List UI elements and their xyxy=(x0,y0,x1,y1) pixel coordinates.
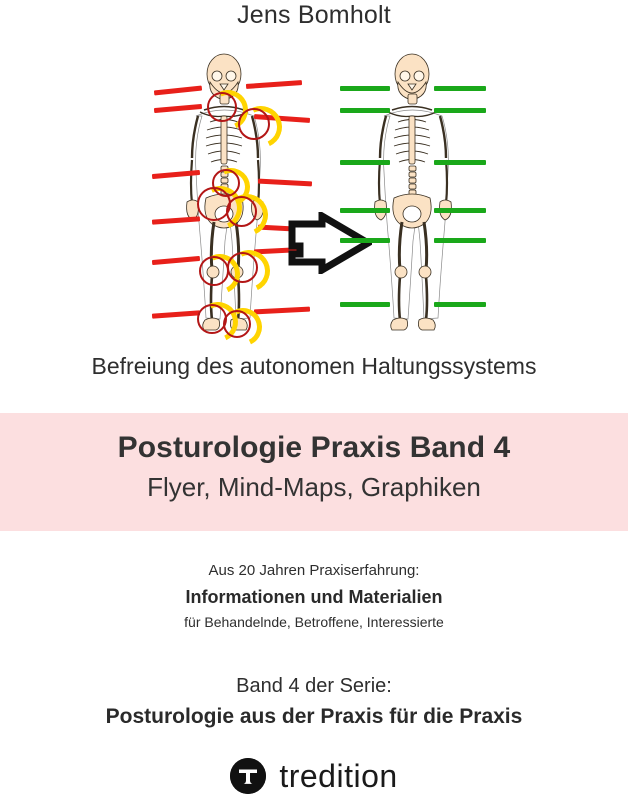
illustration-caption: Befreiung des autonomen Haltungssystems xyxy=(91,353,537,379)
alignment-bar xyxy=(340,160,390,165)
joint-marker xyxy=(207,92,237,122)
alignment-bar xyxy=(434,160,486,165)
description-block: Aus 20 Jahren Praxiserfahrung: Informati… xyxy=(0,560,628,633)
tredition-glyph-icon xyxy=(230,758,267,794)
publisher-name: tredition xyxy=(279,758,398,794)
alignment-bar xyxy=(340,108,390,113)
joint-marker xyxy=(226,196,257,227)
joint-marker xyxy=(223,310,251,338)
alignment-bar xyxy=(434,238,486,243)
alignment-bar xyxy=(340,86,390,91)
alignment-bar xyxy=(340,238,390,243)
joint-marker xyxy=(238,108,270,140)
alignment-bar xyxy=(434,302,486,307)
description-line-1: Aus 20 Jahren Praxiserfahrung: xyxy=(208,562,420,579)
skeleton-aligned xyxy=(338,50,508,335)
title-band: Posturologie Praxis Band 4 Flyer, Mind-M… xyxy=(0,413,628,531)
description-line-2: Informationen und Materialien xyxy=(185,587,443,607)
book-subtitle: Flyer, Mind-Maps, Graphiken xyxy=(147,472,481,502)
publisher-logo: tredition xyxy=(0,758,628,794)
alignment-bar xyxy=(434,108,486,113)
cover-illustration xyxy=(0,50,628,352)
joint-marker xyxy=(199,256,229,286)
description-line-3: für Behandelnde, Betroffene, Interessier… xyxy=(184,614,444,630)
series-block: Band 4 der Serie: Posturologie aus der P… xyxy=(0,672,628,732)
alignment-bar xyxy=(340,208,390,213)
alignment-bar xyxy=(434,208,486,213)
book-title: Posturologie Praxis Band 4 xyxy=(117,431,511,464)
skeleton-aligned-svg xyxy=(374,53,452,331)
alignment-bar xyxy=(340,302,390,307)
skeleton-misaligned xyxy=(150,50,320,352)
joint-marker xyxy=(227,252,258,283)
author-name: Jens Bomholt xyxy=(237,1,391,29)
alignment-bar xyxy=(434,86,486,91)
series-volume: Band 4 der Serie: xyxy=(236,675,392,697)
tredition-mark-icon xyxy=(230,758,267,794)
series-title: Posturologie aus der Praxis für die Prax… xyxy=(105,705,523,728)
joint-marker xyxy=(197,304,227,334)
transformation-arrow xyxy=(288,212,372,274)
